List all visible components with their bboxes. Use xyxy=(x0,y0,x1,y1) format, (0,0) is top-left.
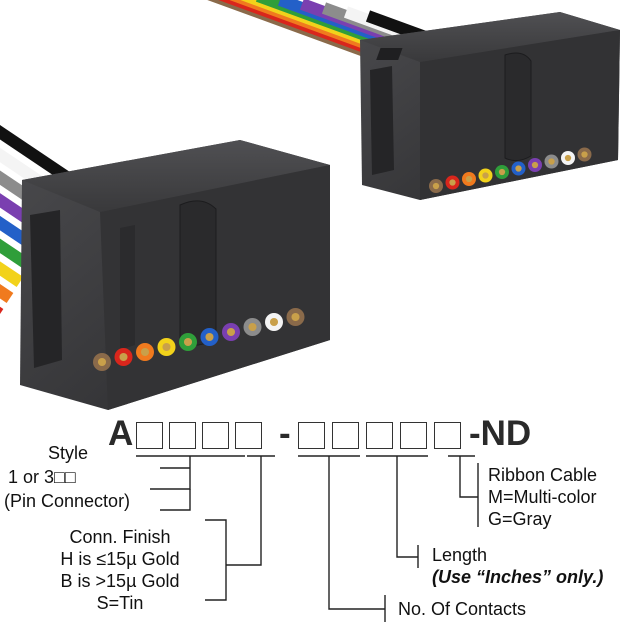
left-pin-contact-2 xyxy=(119,352,128,362)
left-pin-contact-1 xyxy=(97,357,107,367)
conn-finish-title: Conn. Finish xyxy=(69,527,171,547)
left-pin-contact-7 xyxy=(226,327,236,337)
part-box-9 xyxy=(434,422,461,449)
part-box-5 xyxy=(298,422,325,449)
pin-row-left xyxy=(93,308,305,371)
left-pin-contact-6 xyxy=(205,332,214,342)
right-pin-contact-9 xyxy=(564,154,572,162)
right-pin-contact-7 xyxy=(531,161,539,169)
ribbon-line1: M=Multi-color xyxy=(488,487,597,507)
part-box-6 xyxy=(332,422,359,449)
ribbon-cable-assembly-photo xyxy=(0,0,620,410)
part-separator: - xyxy=(279,414,291,453)
length-title: Length xyxy=(432,545,488,565)
left-cable-wire-5 xyxy=(0,238,34,271)
conn-finish-line1: H is ≤15µ Gold xyxy=(60,549,180,569)
part-box-4 xyxy=(235,422,262,449)
pin-row-right xyxy=(429,147,592,193)
conn-finish-line2: B is >15µ Gold xyxy=(60,571,180,591)
style-title: Style xyxy=(48,443,89,463)
left-pin-contact-5 xyxy=(183,337,193,347)
right-pin-contact-10 xyxy=(581,151,588,158)
contacts-title: No. Of Contacts xyxy=(398,599,527,619)
ribbon-title: Ribbon Cable xyxy=(488,465,598,485)
part-box-8 xyxy=(400,422,427,449)
right-pin-contact-2 xyxy=(449,179,456,186)
right-pin-contact-4 xyxy=(482,172,489,179)
left-pin-contact-8 xyxy=(248,322,257,332)
length-note: (Use “Inches” only.) xyxy=(432,567,604,587)
part-box-1 xyxy=(136,422,163,449)
left-cable-wire-6 xyxy=(0,215,44,255)
right-pin-contact-8 xyxy=(548,158,555,165)
left-cable-wire-10 xyxy=(0,125,84,191)
left-pin-contact-3 xyxy=(140,347,150,357)
connector-left xyxy=(20,140,330,410)
part-box-7 xyxy=(366,422,393,449)
part-box-2 xyxy=(169,422,196,449)
right-pin-contact-1 xyxy=(432,182,440,190)
style-line1: 1 or 3□□ xyxy=(8,467,76,487)
right-pin-contact-3 xyxy=(465,175,473,183)
right-pin-contact-6 xyxy=(515,165,522,172)
part-box-3 xyxy=(202,422,229,449)
conn-finish-line3: S=Tin xyxy=(96,593,144,613)
right-pin-contact-5 xyxy=(498,168,506,176)
style-line2: (Pin Connector) xyxy=(4,491,131,511)
left-pin-contact-4 xyxy=(162,342,171,352)
connector-right xyxy=(360,12,620,200)
part-prefix: A xyxy=(108,414,134,453)
left-pin-contact-9 xyxy=(269,317,279,327)
ribbon-line2: G=Gray xyxy=(488,509,552,529)
left-pin-contact-10 xyxy=(291,312,300,322)
part-suffix: -ND xyxy=(469,414,532,453)
